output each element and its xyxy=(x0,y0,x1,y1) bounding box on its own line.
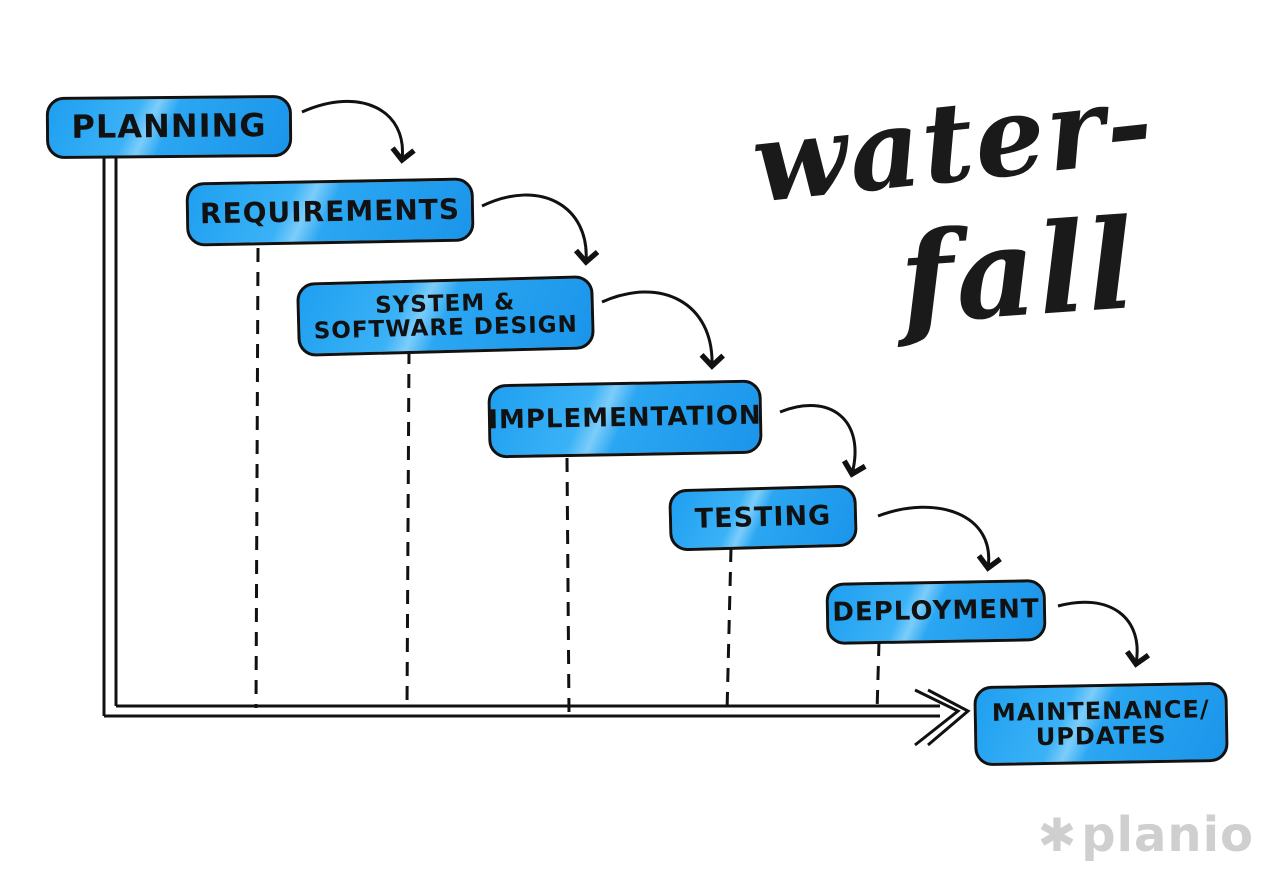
arrow-requirements-to-design xyxy=(481,193,600,266)
arrow-implementation-to-testing xyxy=(779,404,867,478)
logo-text: planio xyxy=(1081,807,1254,863)
asterisk-icon: ✱ xyxy=(1037,808,1078,862)
arrow-design-to-implementation xyxy=(601,290,725,370)
timeline-arrowhead xyxy=(914,688,971,747)
stage-maintenance-updates: Maintenance/ Updates xyxy=(973,681,1229,767)
dashed-line-deployment xyxy=(875,641,881,713)
dashed-line-testing xyxy=(725,547,733,713)
stage-requirements: Requirements xyxy=(185,177,475,247)
stage-testing: Testing xyxy=(668,484,858,552)
stage-planning: Planning xyxy=(45,94,293,160)
stage-system-software-design: System & Software Design xyxy=(296,275,595,357)
dashed-line-requirements xyxy=(254,247,260,709)
arrow-testing-to-deployment xyxy=(877,505,1002,572)
arrow-planning-to-requirements xyxy=(301,100,416,164)
dashed-line-design xyxy=(405,349,411,709)
dashed-line-implementation xyxy=(565,457,571,715)
title-fall: fall xyxy=(895,191,1141,354)
arrow-deployment-to-maintenance xyxy=(1057,600,1151,668)
stage-implementation: Implementation xyxy=(487,379,763,459)
stage-deployment: Deployment xyxy=(825,579,1047,645)
planio-logo: ✱ planio xyxy=(1038,807,1254,863)
